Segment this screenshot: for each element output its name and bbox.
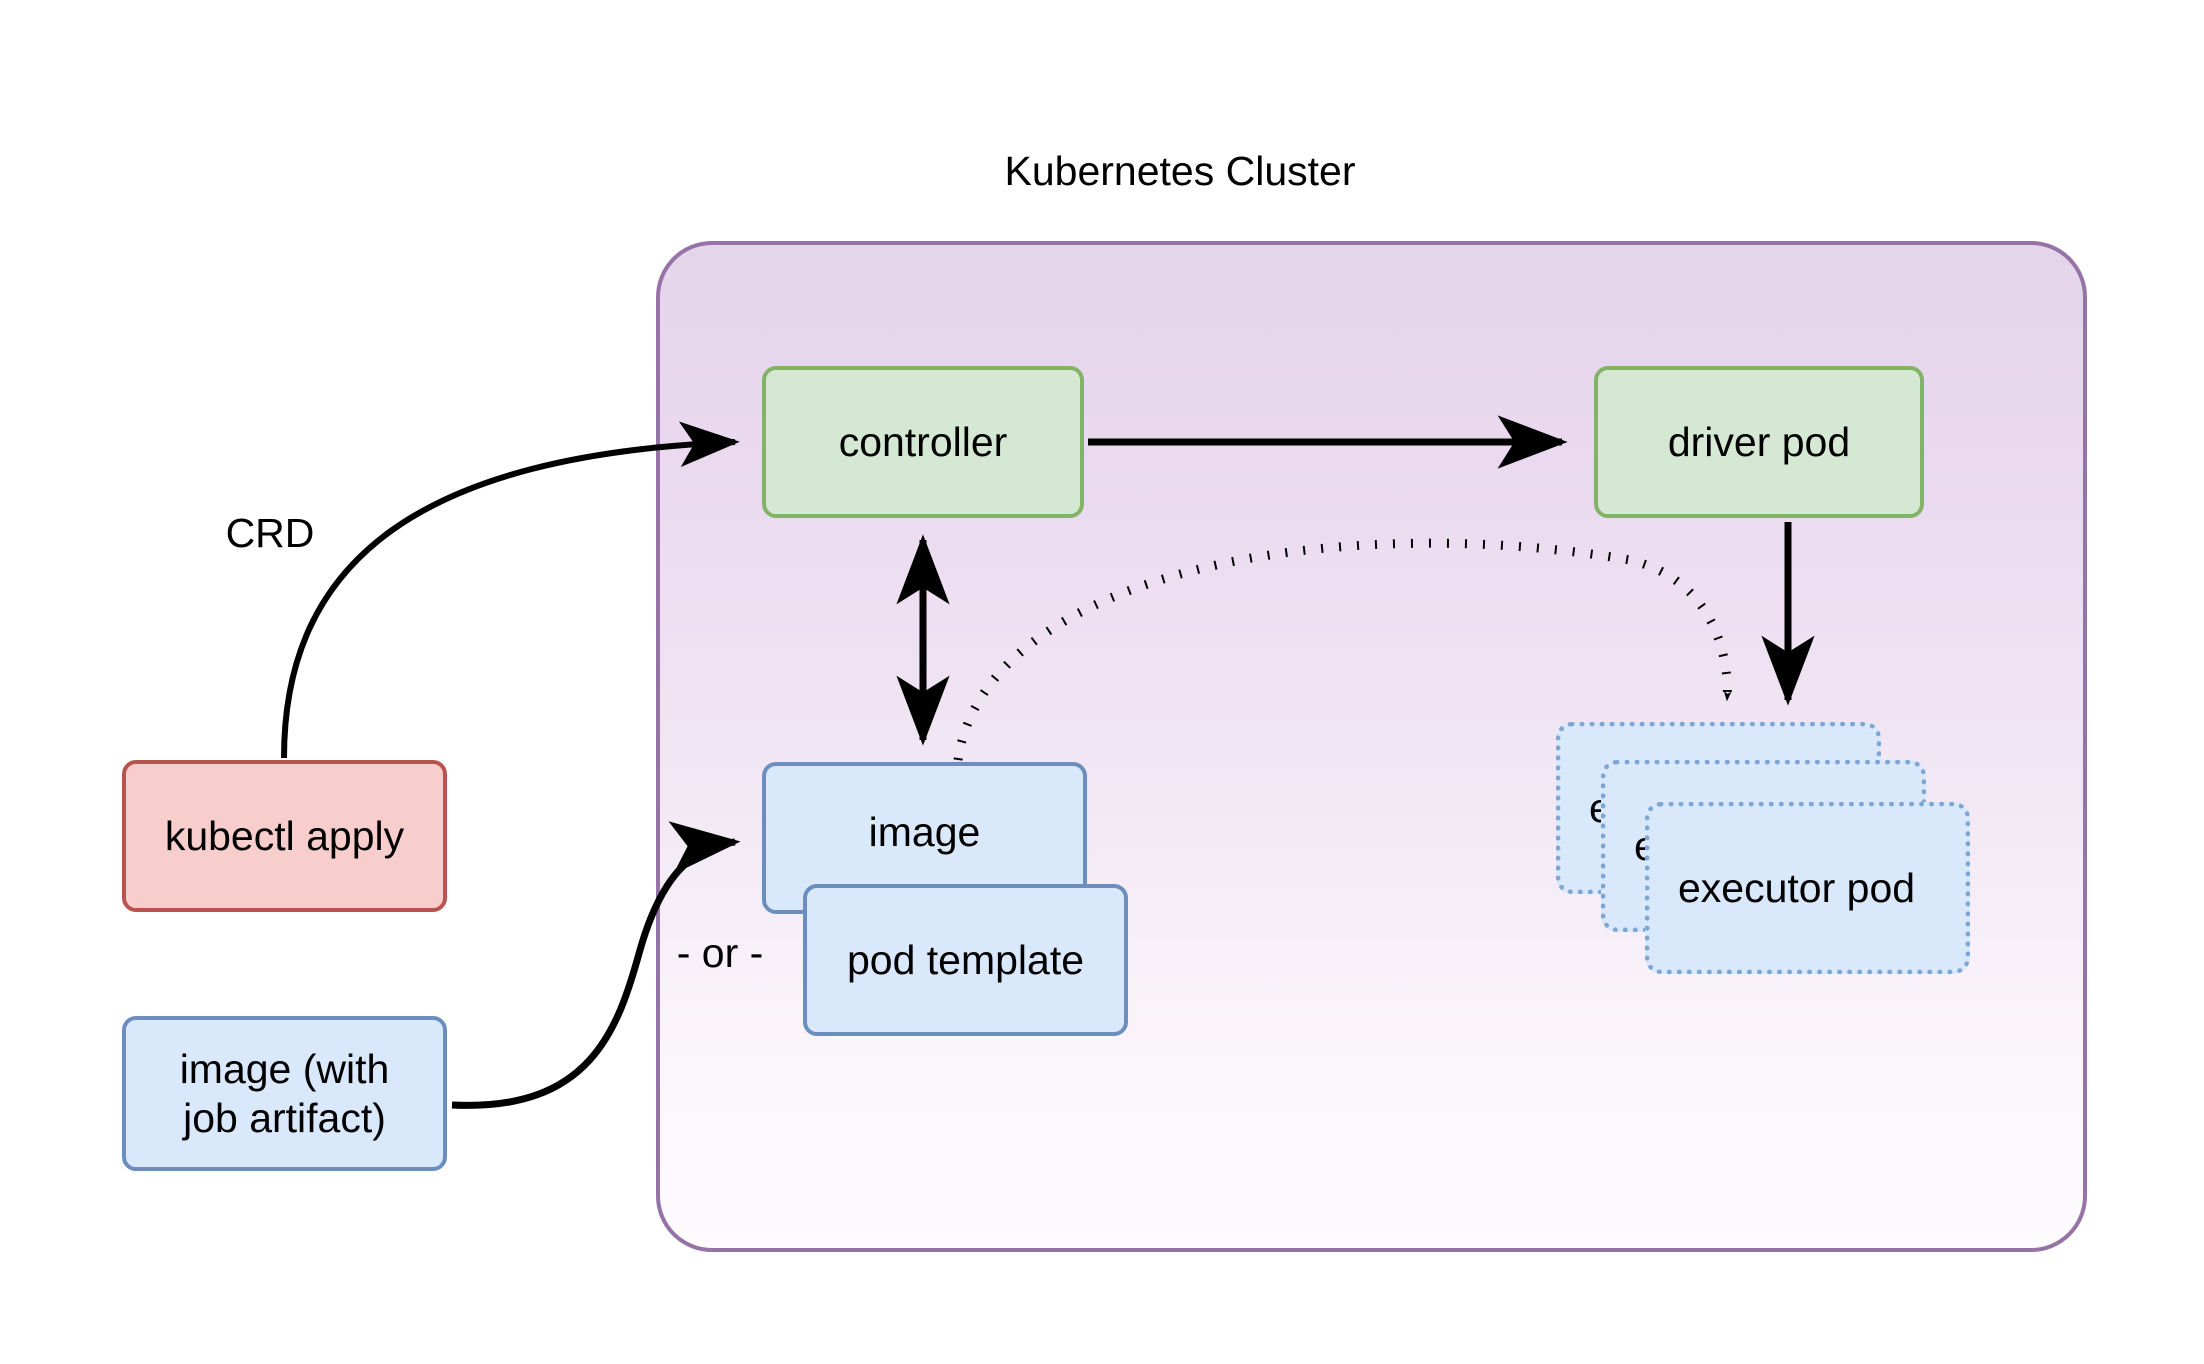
node-pod-template-label: pod template: [846, 936, 1085, 983]
cluster-title: Kubernetes Cluster: [1004, 148, 1356, 194]
label-or: - or -: [676, 930, 764, 976]
node-image-label: image: [868, 808, 981, 855]
node-image-with-job-artifact-label: image (with job artifact): [179, 1046, 390, 1141]
node-executor-pod-3[interactable]: executor pod: [1645, 802, 1970, 974]
node-driver-pod[interactable]: driver pod: [1594, 366, 1924, 518]
node-kubectl-apply[interactable]: kubectl apply: [122, 760, 447, 912]
node-executor-pod-3-label: executor pod: [1678, 864, 1916, 911]
node-driver-pod-label: driver pod: [1667, 418, 1851, 465]
node-image-with-job-artifact[interactable]: image (with job artifact): [122, 1016, 447, 1171]
node-controller-label: controller: [838, 418, 1008, 465]
edge-label-crd: CRD: [225, 510, 315, 556]
node-pod-template[interactable]: pod template: [803, 884, 1128, 1036]
node-controller[interactable]: controller: [762, 366, 1084, 518]
node-kubectl-apply-label: kubectl apply: [164, 812, 405, 859]
